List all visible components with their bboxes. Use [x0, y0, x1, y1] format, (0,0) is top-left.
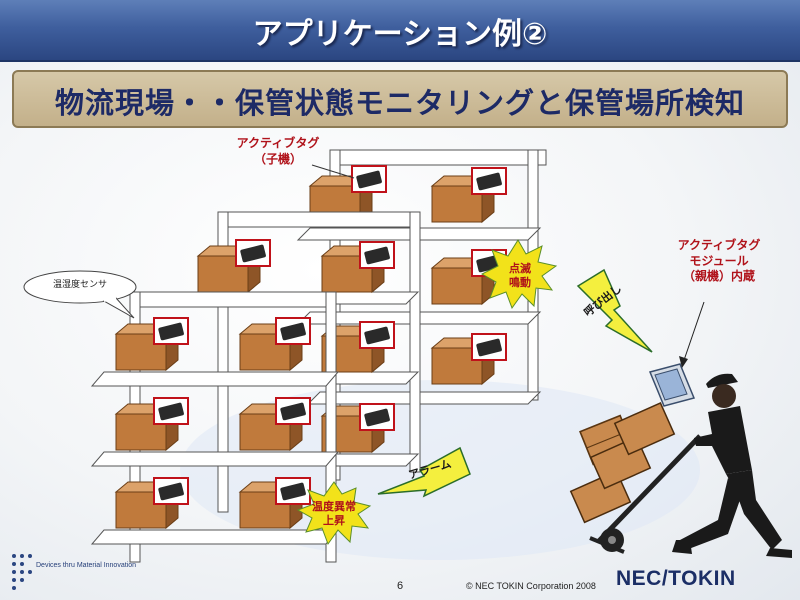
- hand-truck: [569, 401, 702, 554]
- blink-burst-text: 点滅 鳴動: [500, 262, 540, 290]
- module-label-line3: （親機）内蔵: [682, 269, 755, 284]
- active-tag-child-label-line2: （子機）: [253, 151, 302, 166]
- title-bar: [0, 0, 800, 62]
- module-label-line1: アクティブタグ: [677, 238, 761, 252]
- footer-dots: [12, 554, 32, 590]
- blink-burst-line2: 鳴動: [509, 275, 531, 289]
- abnormal-burst-line1: 温度異常: [312, 500, 356, 513]
- sensor-speech-bubble: [23, 270, 137, 319]
- subtitle-banner: [12, 70, 788, 128]
- copyright-text: © NEC TOKIN Corporation 2008: [466, 581, 596, 591]
- abnormal-burst: [296, 481, 372, 546]
- page-number: 6: [397, 580, 404, 592]
- abnormal-burst-line2: 上昇: [323, 513, 345, 527]
- call-arrow: [576, 268, 653, 353]
- abnormal-burst-text: 温度異常 上昇: [306, 500, 362, 528]
- worker-figure: [672, 373, 792, 558]
- module-label-line2: モジュール: [689, 253, 749, 268]
- slide-subtitle: 物流現場・・保管状態モニタリングと保管場所検知: [54, 86, 745, 120]
- nec-tokin-logo: NEC/TOKIN: [616, 567, 736, 590]
- module-label: アクティブタグ モジュール （親機）内蔵: [664, 238, 774, 285]
- sensor-bubble-text: 温湿度センサ: [52, 280, 107, 290]
- alarm-arrow: [377, 446, 471, 498]
- slide-title: アプリケーション例②: [252, 17, 548, 52]
- footer-tagline: Devices thru Material Innovation: [36, 562, 136, 569]
- pda-device: [648, 363, 696, 407]
- blink-burst: [480, 239, 558, 310]
- blink-burst-line1: 点滅: [509, 262, 531, 275]
- active-tag-child-label: アクティブタグ （子機）: [228, 136, 328, 167]
- active-tag-child-label-line1: アクティブタグ: [236, 136, 320, 150]
